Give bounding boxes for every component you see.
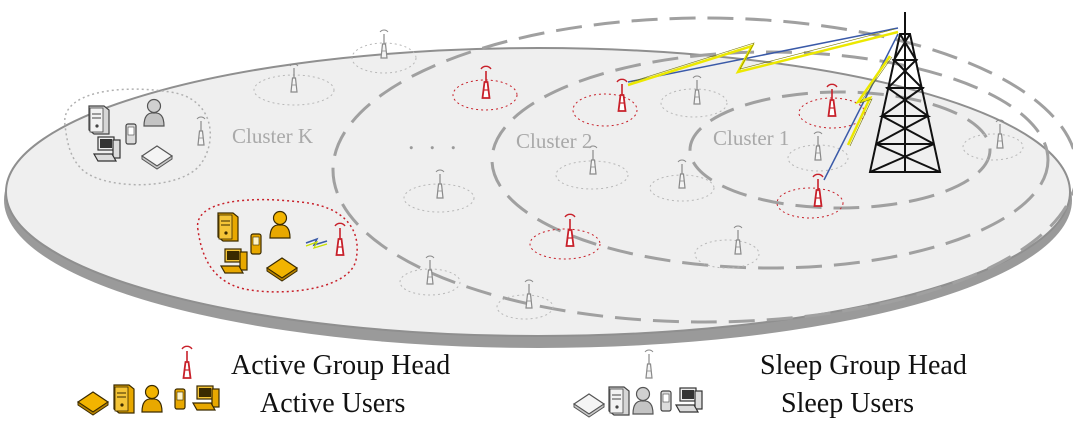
cluster-1-boundary [688,90,992,210]
laptop-icon [77,391,109,416]
backhaul-links [627,27,899,181]
active-user-group [197,198,358,293]
antenna-icon [644,349,654,379]
legend-sleep-group-head: Sleep Group Head [760,350,967,381]
legend-sleep: Sleep Group Head Sleep Users [573,349,967,419]
cluster-k-boundary [331,16,1073,324]
user-icon [141,384,163,413]
desktop-pc-icon [220,248,248,274]
desktop-pc-icon [192,385,220,411]
antenna-icon [181,345,193,379]
legend-active: Active Group Head Active Users [77,345,450,419]
base-station-tower-icon [868,12,942,173]
cluster-2-label: Cluster 2 [516,129,592,153]
cluster-ellipsis: . . . [408,126,461,155]
laptop-icon [573,393,605,418]
sleep-group-heads [253,29,1024,320]
server-icon [217,212,239,242]
legend-sleep-users: Sleep Users [781,388,914,419]
active-group-heads [452,65,866,260]
sleep-user-group [64,88,212,186]
phone-icon [250,233,262,255]
legend-active-users: Active Users [260,388,405,419]
desktop-pc-icon [93,136,121,162]
cluster-1-label: Cluster 1 [713,126,789,150]
desktop-pc-icon [675,387,703,413]
cluster-2-boundary [490,50,1050,270]
server-icon [113,384,135,414]
server-icon [608,386,630,416]
phone-icon [660,390,672,412]
user-icon [632,386,654,415]
cluster-k-label: Cluster K [232,124,313,148]
phone-icon [125,123,137,145]
server-icon [88,105,110,135]
network-plane [5,47,1071,337]
phone-icon [174,388,186,410]
legend-active-group-head: Active Group Head [231,350,450,381]
